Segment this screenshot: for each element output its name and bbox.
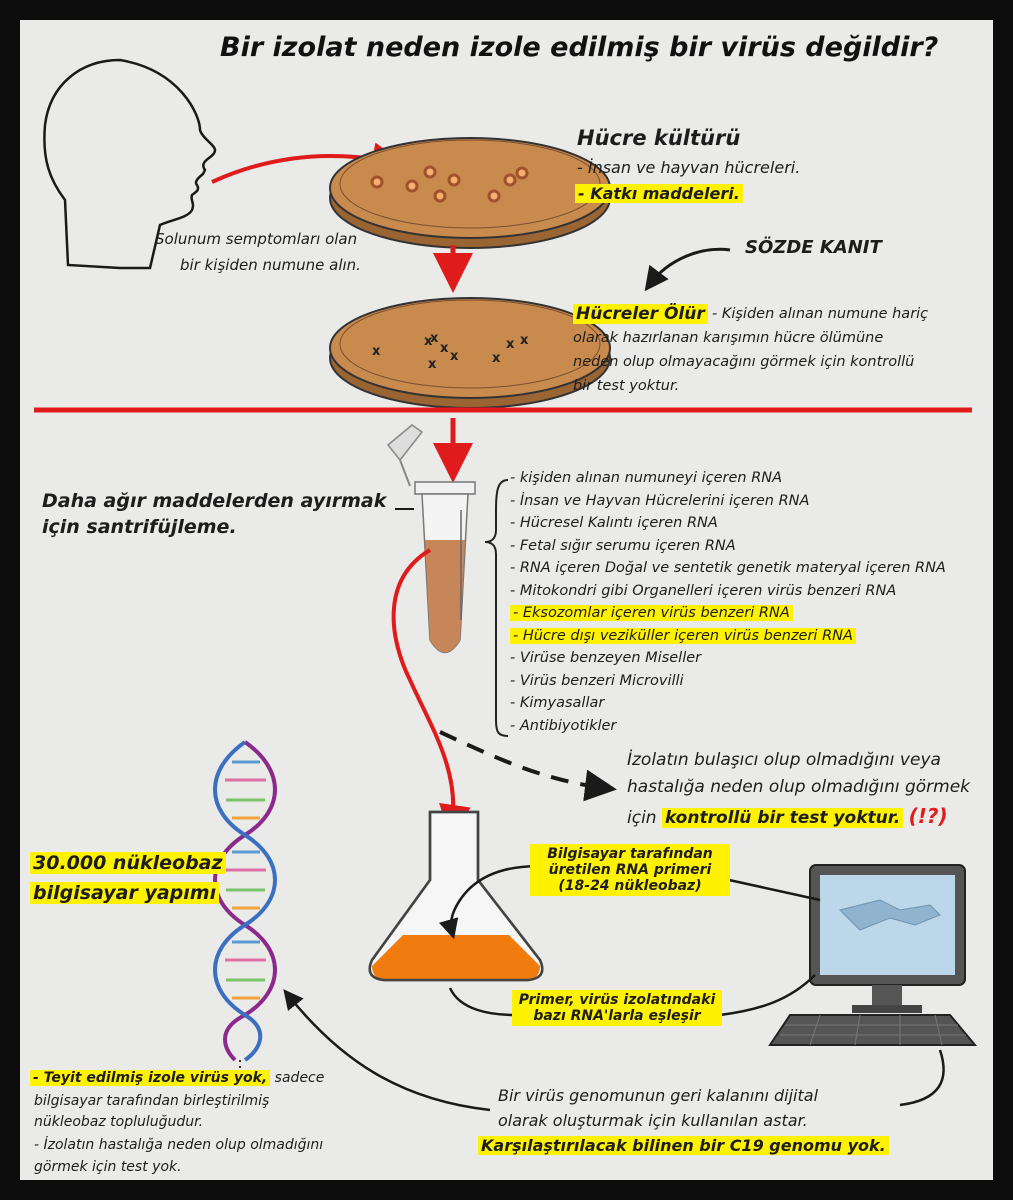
list-item: - Fetal sığır serumu içeren RNA <box>510 538 736 554</box>
svg-text:x: x <box>506 337 515 352</box>
list-item: - Virüs benzeri Microvilli <box>510 673 684 689</box>
list-brace <box>484 479 509 737</box>
svg-text:x: x <box>440 341 449 356</box>
genome-line: Bir virüs genomunun geri kalanını dijita… <box>498 1086 819 1105</box>
svg-text:x: x <box>424 334 433 349</box>
genome-line: Karşılaştırılacak bilinen bir C19 genomu… <box>478 1136 889 1155</box>
pointer-arrow <box>644 247 731 292</box>
cells-die-line: bir test yoktur. <box>573 378 680 394</box>
culture-additives: - Katkı maddeleri. <box>575 184 743 203</box>
infectious-line: İzolatın bulaşıcı olup olmadığını veya <box>627 750 941 770</box>
svg-text:x: x <box>430 331 439 346</box>
no-isolate-line: görmek için test yok. <box>34 1159 182 1175</box>
list-item: - Eksozomlar içeren virüs benzeri RNA <box>510 605 793 621</box>
list-item-label: - Virüse benzeyen Miseller <box>510 650 702 666</box>
list-item-label: - Hücresel Kalıntı içeren RNA <box>510 515 718 531</box>
keyboard-link <box>899 1049 945 1107</box>
astar-arrow <box>283 989 491 1112</box>
no-isolate-line: - İzolatın hastalığa neden olup olmadığı… <box>34 1137 324 1153</box>
keyboard-icon <box>768 1014 978 1046</box>
list-item: - Mitokondri gibi Organelleri içeren vir… <box>510 583 896 599</box>
pseudo-evidence-label: SÖZDE KANIT <box>745 237 882 258</box>
sample-line: bir kişiden numune alın. <box>180 256 361 274</box>
svg-text:x: x <box>450 349 459 364</box>
list-item: - kişiden alınan numuneyi içeren RNA <box>510 470 782 486</box>
infectious-line: için kontrollü bir test yoktur. (!?) <box>627 804 948 828</box>
sample-line: Solunum semptomları olan <box>155 230 358 248</box>
match-link <box>719 974 816 1017</box>
genome-line: olarak oluşturmak için kullanılan astar. <box>498 1111 808 1130</box>
centrifuge-tube-icon <box>386 424 476 654</box>
centrifuge-line: için santrifüjleme. <box>42 516 237 538</box>
no-isolate-line: bilgisayar tarafından birleştirilmiş <box>34 1093 270 1109</box>
primer-box: Bilgisayar tarafından üretilen RNA prime… <box>530 844 730 896</box>
infectious-line: hastalığa neden olup olmadığını görmek <box>627 777 971 797</box>
nucleobase-line: bilgisayar yapımı <box>30 882 220 904</box>
nucleobase-line: 30.000 nükleobaz <box>30 852 226 874</box>
list-item-label: - Hücre dışı veziküller içeren virüs ben… <box>510 627 856 644</box>
list-item-label: - Antibiyotikler <box>510 717 617 734</box>
list-item-label: - RNA içeren Doğal ve sentetik genetik m… <box>510 560 946 576</box>
list-item: - Kimyasallar <box>510 695 604 711</box>
list-item: - Hücresel Kalıntı içeren RNA <box>510 515 718 531</box>
svg-text:x: x <box>492 351 501 366</box>
cells-die-line: olarak hazırlanan karışımın hücre ölümün… <box>573 330 884 346</box>
svg-text:x: x <box>428 357 437 372</box>
list-item-label: - kişiden alınan numuneyi içeren RNA <box>510 470 783 486</box>
no-isolate-line: nükleobaz topluluğudur. <box>34 1114 204 1130</box>
list-item-label: - İnsan ve Hayvan Hücrelerini içeren RNA <box>510 492 810 509</box>
list-item-label: - Kimyasallar <box>510 695 605 711</box>
contents-list: - kişiden alınan numuneyi içeren RNA - İn… <box>510 470 980 750</box>
culture-heading: Hücre kültürü <box>577 126 741 150</box>
cells-die: Hücreler Ölür <box>573 304 708 324</box>
cells-die-line: - Kişiden alınan numune hariç <box>712 306 929 322</box>
head-silhouette-icon <box>43 58 217 270</box>
list-item: - Hücre dışı veziküller içeren virüs ben… <box>510 627 856 644</box>
centrifuge-line: Daha ağır maddelerden ayırmak <box>42 490 387 512</box>
list-item-label: - Mitokondri gibi Organelleri içeren vir… <box>510 582 897 599</box>
match-box: Primer, virüs izolatındaki bazı RNA'larl… <box>512 990 722 1026</box>
list-item-label: - Virüs benzeri Microvilli <box>510 672 684 689</box>
no-isolate-line: - Teyit edilmiş izole virüs yok, sadece <box>30 1070 324 1086</box>
erlenmeyer-flask-icon <box>368 810 544 982</box>
tube-to-flask-arrow <box>391 548 471 837</box>
dna-helix-icon <box>213 740 277 1086</box>
petri-dish-icon <box>329 137 611 249</box>
list-item: - Virüse benzeyen Miseller <box>510 650 701 666</box>
list-item-label: - Fetal sığır serumu içeren RNA <box>510 537 736 554</box>
cells-die-line: neden olup olmayacağını görmek için kont… <box>573 354 915 370</box>
list-item: - RNA içeren Doğal ve sentetik genetik m… <box>510 560 946 576</box>
match-link <box>448 987 516 1017</box>
page-title: Bir izolat neden izole edilmiş bir virüs… <box>220 32 939 63</box>
svg-text:x: x <box>372 344 381 359</box>
culture-line: - İnsan ve hayvan hücreleri. <box>577 158 801 177</box>
list-item: - Antibiyotikler <box>510 718 616 734</box>
computer-monitor-icon <box>809 864 966 1013</box>
primer-link <box>719 876 821 902</box>
list-item-label: - Eksozomlar içeren virüs benzeri RNA <box>510 605 793 621</box>
dashed-arrow <box>439 730 617 802</box>
list-item: - İnsan ve Hayvan Hücrelerini içeren RNA <box>510 493 809 509</box>
svg-text:x: x <box>520 333 529 348</box>
